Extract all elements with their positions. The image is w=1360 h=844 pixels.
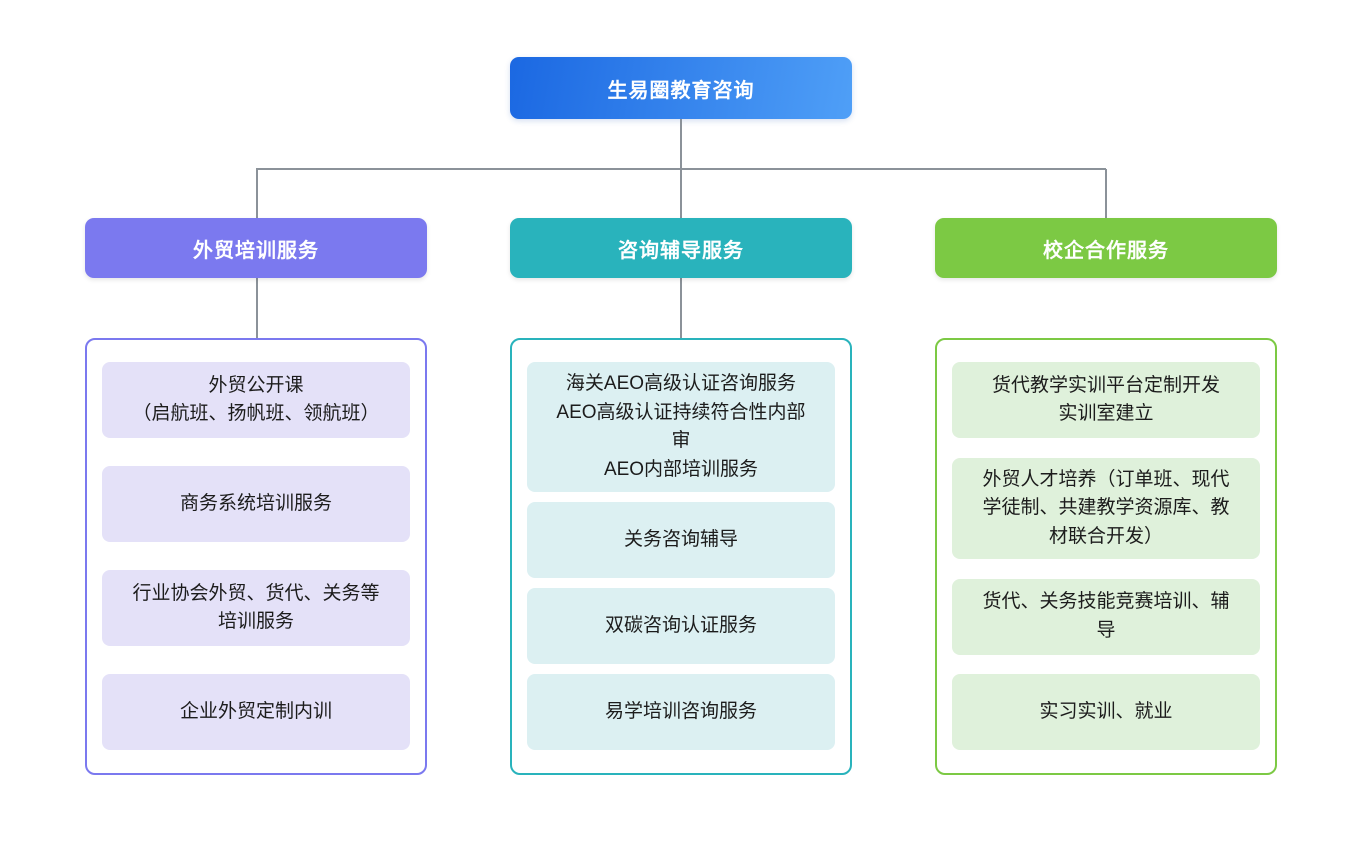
connector-stem-middle-panel xyxy=(680,278,682,338)
panel-school-enterprise-cooperation: 货代教学实训平台定制开发 实训室建立 外贸人才培养（订单班、现代学徒制、共建教学… xyxy=(935,338,1277,775)
service-item: 双碳咨询认证服务 xyxy=(527,588,835,664)
service-item: 实习实训、就业 xyxy=(952,674,1260,750)
service-item: 企业外贸定制内训 xyxy=(102,674,410,750)
connector-stem-left-panel xyxy=(256,278,258,338)
branch-header-label: 咨询辅导服务 xyxy=(618,239,744,262)
branch-header-label: 校企合作服务 xyxy=(1043,239,1169,262)
service-item: 货代、关务技能竞赛培训、辅导 xyxy=(952,578,1260,655)
branch-header-foreign-trade-training: 外贸培训服务 xyxy=(85,218,427,278)
service-item: 商务系统培训服务 xyxy=(102,466,410,542)
root-node-label: 生易圈教育咨询 xyxy=(607,79,755,102)
panel-foreign-trade-training: 外贸公开课 （启航班、扬帆班、领航班） 商务系统培训服务 行业协会外贸、货代、关… xyxy=(85,338,427,775)
service-item: 外贸人才培养（订单班、现代学徒制、共建教学资源库、教材联合开发） xyxy=(952,457,1260,559)
panel-consulting-coaching: 海关AEO高级认证咨询服务 AEO高级认证持续符合性内部审 AEO内部培训服务 … xyxy=(510,338,852,775)
root-node: 生易圈教育咨询 xyxy=(510,57,852,119)
connector-drop-right xyxy=(1105,169,1107,218)
service-item: 易学培训咨询服务 xyxy=(527,674,835,750)
service-item: 行业协会外贸、货代、关务等培训服务 xyxy=(102,570,410,646)
connector-drop-middle xyxy=(680,169,682,218)
connector-root-stem xyxy=(680,119,682,169)
branch-header-consulting-coaching: 咨询辅导服务 xyxy=(510,218,852,278)
connector-drop-left xyxy=(256,169,258,218)
branch-header-label: 外贸培训服务 xyxy=(193,239,319,262)
service-item: 货代教学实训平台定制开发 实训室建立 xyxy=(952,362,1260,438)
service-item: 海关AEO高级认证咨询服务 AEO高级认证持续符合性内部审 AEO内部培训服务 xyxy=(527,362,835,492)
service-item: 关务咨询辅导 xyxy=(527,502,835,578)
connector-horizontal xyxy=(256,168,1106,170)
branch-header-school-enterprise-cooperation: 校企合作服务 xyxy=(935,218,1277,278)
service-item: 外贸公开课 （启航班、扬帆班、领航班） xyxy=(102,362,410,438)
